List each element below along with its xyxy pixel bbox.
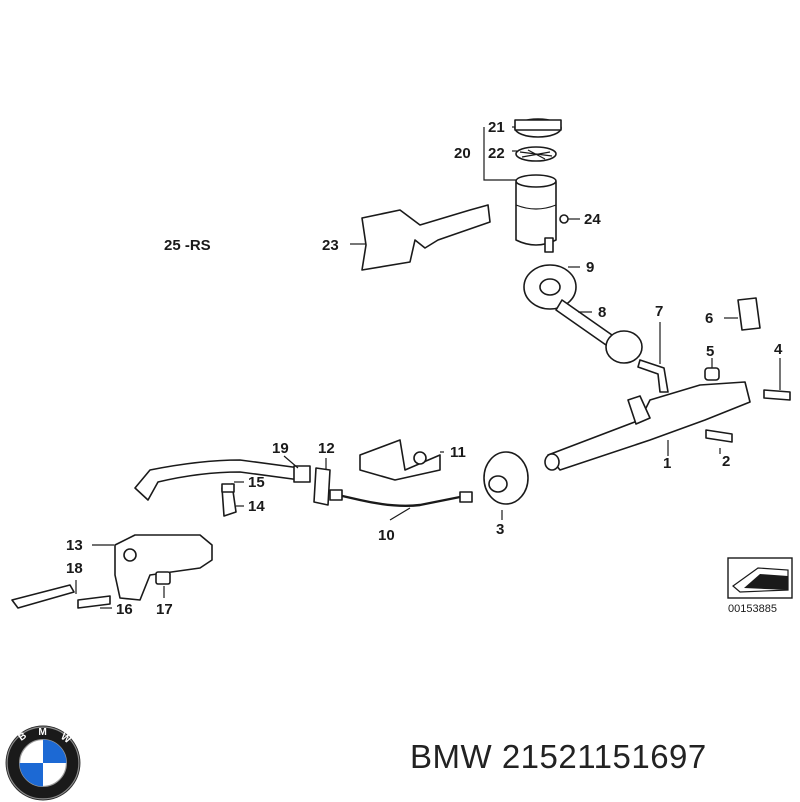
grommet — [483, 451, 529, 505]
reservoir-neck — [515, 174, 557, 188]
nut-17 — [155, 571, 171, 585]
line-fitting-left — [329, 489, 343, 501]
diaphragm-hub — [539, 278, 561, 296]
label-16: 16 — [116, 601, 133, 618]
reservoir-assembly — [514, 118, 569, 253]
label-23: 23 — [322, 237, 339, 254]
part-caption: BMW 21521151697 — [410, 738, 707, 775]
label-17: 17 — [156, 601, 173, 618]
label-12: 12 — [318, 440, 335, 457]
slave-cylinder-port — [123, 548, 137, 562]
line-fitting — [459, 491, 473, 503]
svg-text:M: M — [38, 727, 46, 738]
master-cylinder — [547, 381, 751, 471]
label-2: 2 — [722, 453, 730, 470]
leader-lines — [75, 126, 781, 609]
bracket-hole — [413, 451, 427, 465]
label-18: 18 — [66, 560, 83, 577]
bmw-logo: B M W — [5, 725, 81, 801]
master-cylinder-flange — [627, 395, 651, 425]
label-3: 3 — [496, 521, 504, 538]
pushrod — [637, 359, 669, 393]
bolt-2 — [705, 429, 733, 443]
line-bracket — [359, 439, 441, 481]
variant-label: 25 -RS — [164, 237, 211, 254]
reservoir-clamp — [559, 214, 569, 224]
label-1: 1 — [663, 455, 671, 472]
bolt-4 — [763, 389, 791, 401]
pushrod-18 — [11, 584, 75, 609]
label-15: 15 — [248, 474, 265, 491]
nut-5 — [704, 367, 720, 381]
reservoir-cap-rim — [514, 119, 562, 131]
label-10: 10 — [378, 527, 395, 544]
master-cylinder-end — [544, 453, 560, 471]
label-7: 7 — [655, 303, 663, 320]
reservoir-seam — [515, 204, 557, 210]
reference-code: 00153885 — [728, 603, 777, 615]
label-9: 9 — [586, 259, 594, 276]
flex-hose — [134, 459, 301, 501]
bolt-16 — [77, 595, 111, 609]
reservoir-outlet — [544, 237, 554, 253]
pressure-line — [337, 493, 461, 508]
label-6: 6 — [705, 310, 713, 327]
part-labels: 21 20 22 24 25 -RS 23 9 8 7 6 5 4 1 2 3 … — [66, 119, 783, 618]
label-19: 19 — [272, 440, 289, 457]
hose-end-fitting — [293, 465, 311, 483]
line-clip — [313, 467, 331, 506]
label-21: 21 — [488, 119, 505, 136]
reservoir-bracket — [361, 204, 491, 271]
label-11: 11 — [450, 444, 466, 461]
label-8: 8 — [598, 304, 606, 321]
hose-seal-disc — [605, 330, 643, 364]
label-13: 13 — [66, 537, 83, 554]
label-5: 5 — [706, 343, 714, 360]
clip-6 — [737, 297, 761, 331]
grommet-center — [488, 475, 508, 493]
strainer-mesh — [519, 149, 553, 160]
bleeder-cap — [221, 483, 235, 493]
label-14: 14 — [248, 498, 265, 515]
label-24: 24 — [584, 211, 601, 228]
label-22: 22 — [488, 145, 505, 162]
slave-cylinder — [114, 534, 213, 601]
label-20: 20 — [454, 145, 471, 162]
reference-badge: 00153885 — [727, 557, 793, 615]
label-4: 4 — [774, 341, 783, 358]
